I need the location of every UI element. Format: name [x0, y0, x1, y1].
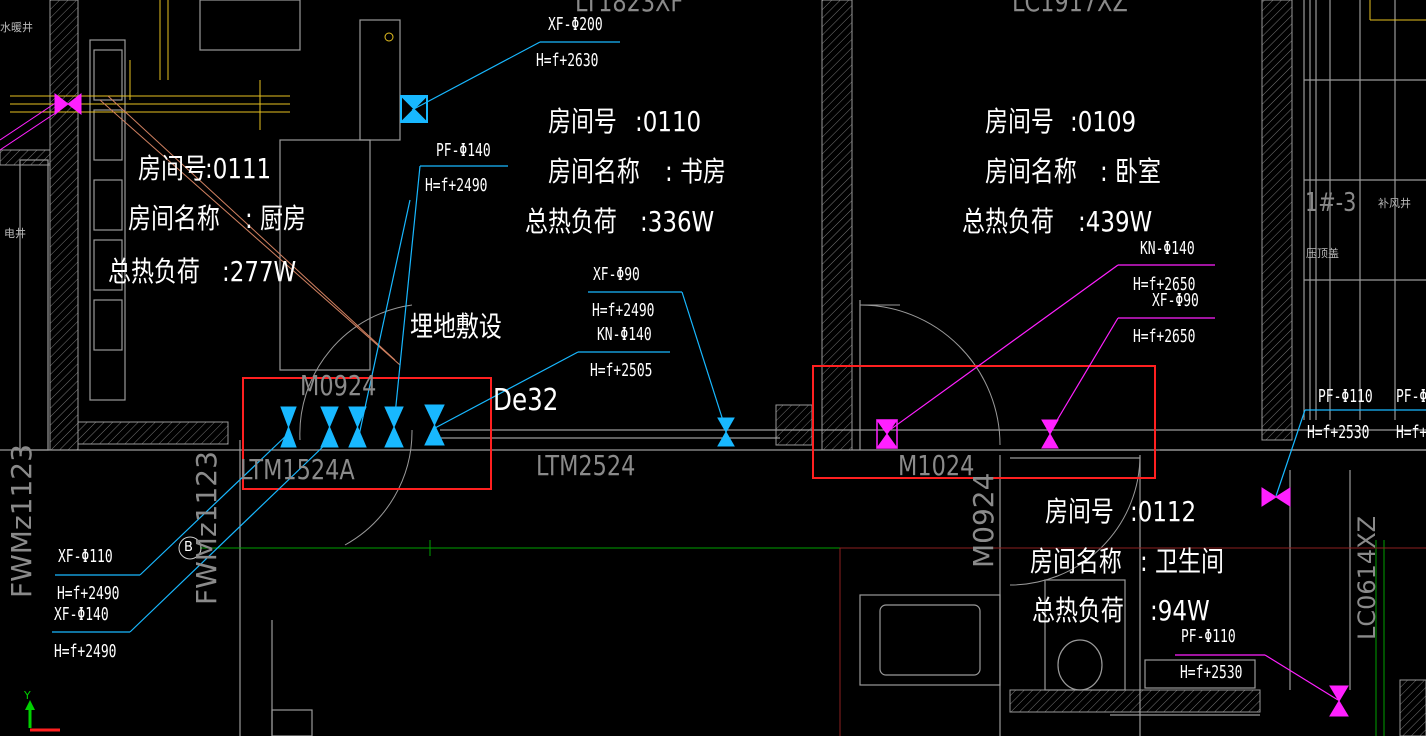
door-tag: M1024 — [898, 449, 975, 482]
duct-elevation-label: H=f+2530 — [1180, 662, 1243, 683]
room-name-label: 房间名称 — [985, 155, 1077, 188]
diffuser-symbol — [1041, 419, 1059, 449]
cyan-leaders — [52, 41, 1426, 633]
diffuser-symbol — [348, 406, 367, 448]
door-tag: M0924 — [967, 472, 1000, 568]
room-name-label: 房间名称 — [128, 202, 220, 235]
duct-elevation-label: H=f+2630 — [536, 50, 599, 71]
shaft-label: 压顶盖 — [1306, 247, 1339, 260]
duct-elevation-label: H=f+ — [1396, 422, 1426, 443]
door-tag: M0924 — [300, 369, 377, 402]
magenta-duct — [0, 99, 61, 141]
duct-spec-label: PF-Φ110 — [1181, 626, 1236, 647]
highlight-box-left[interactable] — [242, 377, 492, 490]
duct-elevation-label: H=f+2650 — [1133, 326, 1196, 347]
window-tag: LT1823XF — [575, 0, 684, 18]
duct-spec-label: KN-Φ140 — [597, 324, 652, 345]
shaft-code: 1#-3 — [1305, 188, 1357, 218]
grid-bubble — [178, 536, 202, 560]
highlight-box-right[interactable] — [812, 365, 1156, 479]
room-name-label: 房间名称 — [548, 155, 640, 188]
shaft-label: 水暖井 — [0, 21, 33, 34]
cyan-diffusers[interactable] — [280, 95, 735, 448]
diffuser-symbol — [384, 406, 404, 448]
duct-elevation-label: H=f+2530 — [1307, 422, 1370, 443]
room-load-label: 总热负荷 — [1032, 594, 1124, 627]
door-tag: FWMz1123 — [5, 444, 38, 598]
room-number-value: :0109 — [1070, 105, 1137, 138]
door-tag: LTM1524A — [240, 453, 355, 486]
duct-elevation-label: H=f+2490 — [425, 175, 488, 196]
leader-line — [107, 95, 396, 361]
magenta-duct — [0, 109, 61, 151]
shaft-label: 电井 — [4, 227, 26, 240]
room-load-label: 总热负荷 — [525, 205, 617, 238]
duct-spec-label: KN-Φ140 — [1140, 238, 1195, 259]
grid-bubble-label: B — [184, 540, 193, 555]
duct-spec-label: PF-Φ140 — [436, 140, 491, 161]
room-name-value: : 书房 — [665, 155, 726, 188]
pipe-size-note: De32 — [493, 383, 559, 418]
window-tag: LC1917XZ — [1012, 0, 1128, 18]
room-name-value: : 厨房 — [245, 202, 306, 235]
room-number-value: :0111 — [205, 152, 272, 185]
room-load-label: 总热负荷 — [962, 205, 1054, 238]
room-number-label: 房间号 — [985, 105, 1054, 138]
axis-y-label: Y — [24, 689, 31, 702]
duct-elevation-label: H=f+2505 — [590, 360, 653, 381]
room-load-label: 总热负荷 — [108, 255, 200, 288]
room-load-value: :439W — [1078, 205, 1153, 238]
leader-line — [99, 99, 401, 366]
room-load-value: :336W — [640, 205, 715, 238]
duct-elevation-label: H=f+2490 — [592, 300, 655, 321]
duct-spec-label: XF-Φ90 — [593, 264, 640, 285]
diffuser-symbol — [54, 92, 82, 116]
diffuser-symbol — [320, 406, 339, 448]
kitchen-pipes — [10, 0, 1426, 130]
duct-elevation-label: H=f+2490 — [57, 583, 120, 604]
duct-spec-label: XF-Φ110 — [58, 546, 113, 567]
duct-elevation-label: H=f+2650 — [1133, 274, 1196, 295]
room-number-label: 房间号 — [138, 152, 207, 185]
room-name-value: : 卧室 — [1100, 155, 1161, 188]
diffuser-symbol — [424, 404, 445, 446]
diffuser-symbol — [1261, 487, 1291, 507]
room-name-label: 房间名称 — [1030, 545, 1122, 578]
duct-spec-label: XF-Φ140 — [54, 604, 109, 625]
window-tag: LC0614XZ — [1353, 515, 1381, 640]
shaft-label: 补风井 — [1378, 197, 1411, 210]
duct-spec-label: PF-Φ110 — [1396, 386, 1426, 407]
duct-elevation-label: H=f+2490 — [54, 641, 117, 662]
room-number-label: 房间号 — [548, 105, 617, 138]
buried-note: 埋地敷设 — [410, 310, 502, 343]
room-number-value: :0110 — [635, 105, 702, 138]
door-tag: LTM2524 — [536, 449, 636, 482]
duct-spec-label: PF-Φ110 — [1318, 386, 1373, 407]
diffuser-symbol — [1329, 685, 1349, 717]
room-name-value: : 卫生间 — [1140, 545, 1224, 578]
magenta-leaders — [886, 264, 1339, 701]
room-number-label: 房间号 — [1045, 495, 1114, 528]
room-number-value: :0112 — [1130, 495, 1197, 528]
door-swings — [299, 304, 1141, 586]
diffuser-symbol — [280, 406, 297, 448]
door-tag: FWMz1123 — [190, 451, 223, 605]
ucs-axis-icon — [25, 700, 60, 732]
duct-spec-label: XF-Φ200 — [548, 14, 603, 35]
room-load-value: :277W — [222, 255, 297, 288]
diffuser-symbol — [717, 417, 735, 447]
marker-circle — [384, 32, 394, 42]
duct-spec-label: XF-Φ90 — [1152, 290, 1199, 311]
diffuser-symbol — [399, 95, 429, 123]
diffuser-symbol — [876, 419, 898, 449]
room-load-value: :94W — [1150, 594, 1210, 627]
magenta-diffusers[interactable] — [54, 92, 1349, 717]
